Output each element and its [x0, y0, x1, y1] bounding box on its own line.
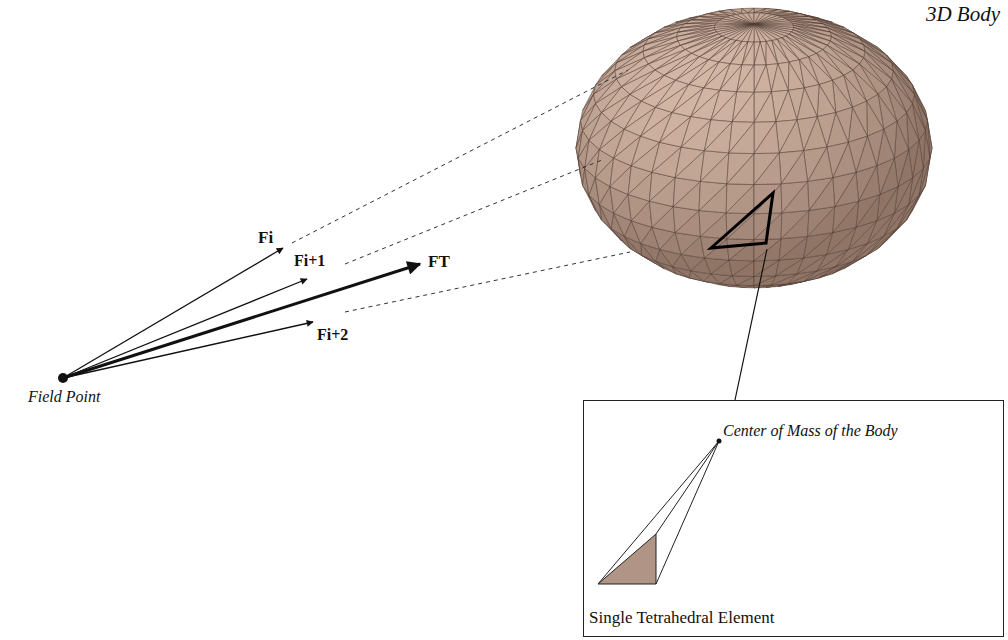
highlighted-element: [711, 193, 773, 248]
mesh-face: [754, 122, 779, 154]
mesh-face: [699, 181, 727, 210]
mesh-face: [729, 122, 754, 153]
mesh-face: [742, 9, 748, 14]
center-of-mass-dot: [717, 439, 722, 444]
vector-label: Fi+1: [294, 252, 325, 270]
mesh-face: [781, 181, 808, 213]
mesh-face: [736, 24, 754, 41]
mesh-face: [776, 120, 797, 153]
mesh-face: [711, 92, 737, 122]
mesh-face: [781, 211, 809, 239]
body-title: 3D Body: [926, 2, 1000, 27]
mesh-face: [776, 90, 797, 121]
mesh-face: [732, 276, 754, 285]
mesh-face: [726, 213, 754, 239]
tetra-edges: [598, 441, 719, 584]
body-mesh: [576, 8, 932, 288]
force-vectors: [63, 248, 420, 378]
inset-caption: Single Tetrahedral Element: [589, 608, 774, 628]
mesh-face: [766, 41, 778, 64]
mesh-face: [692, 19, 723, 21]
mesh-face: [754, 65, 771, 93]
mesh-face: [754, 42, 766, 65]
mesh-face: [727, 154, 754, 185]
mesh-face: [742, 42, 754, 65]
mesh-face: [727, 153, 754, 184]
field-point-dot: [58, 373, 68, 383]
mesh-face: [729, 122, 754, 153]
mesh-face: [797, 88, 817, 120]
vector-label: FT: [428, 252, 450, 272]
mesh-face: [675, 151, 704, 182]
mesh-face: [754, 260, 779, 276]
mesh-face: [808, 178, 833, 211]
mesh-face: [704, 122, 732, 153]
mesh-face: [781, 211, 809, 239]
mesh-face: [727, 214, 754, 240]
mesh-face: [782, 181, 809, 213]
mesh-face: [754, 260, 779, 276]
mesh-face: [754, 24, 760, 42]
mesh-face: [727, 239, 754, 260]
projection-lines: [292, 70, 630, 312]
mesh-face: [771, 64, 788, 92]
mesh-face: [742, 8, 754, 13]
mesh-face: [776, 258, 804, 276]
mesh-face: [610, 166, 631, 195]
mesh-face: [779, 236, 808, 260]
mesh-face: [754, 153, 779, 185]
mesh-face: [737, 65, 754, 92]
mesh-face: [732, 92, 754, 122]
mesh-face: [748, 24, 754, 42]
leader-line: [735, 249, 767, 400]
mesh-face: [779, 151, 804, 184]
mesh-face: [700, 151, 729, 182]
mesh-face: [754, 276, 776, 286]
mesh-face: [799, 60, 819, 88]
mesh-face: [673, 178, 700, 207]
vector-label: Fi+2: [317, 326, 348, 344]
mesh-face: [628, 172, 652, 201]
mesh-face: [808, 207, 835, 237]
tetra-base: [598, 534, 656, 584]
mesh-face: [742, 24, 754, 42]
inset-box: Center of Mass of the BodySingle Tetrahe…: [583, 400, 1004, 637]
point-label: Center of Mass of the Body: [723, 422, 898, 440]
vector-label: Fi: [258, 228, 273, 248]
point-label: Field Point: [28, 388, 100, 406]
mesh-face: [673, 207, 699, 233]
mesh-face: [699, 211, 726, 237]
mesh-face: [788, 62, 804, 90]
mesh-face: [754, 153, 781, 185]
mesh-face: [748, 8, 754, 13]
mesh-face: [726, 184, 754, 213]
mesh-face: [720, 65, 742, 92]
mesh-face: [726, 185, 754, 214]
mesh-face: [754, 24, 772, 41]
mesh-face: [833, 172, 856, 206]
mesh-face: [704, 258, 729, 274]
mesh-face: [699, 17, 726, 19]
mesh-face: [754, 24, 766, 42]
mesh-face: [754, 92, 776, 123]
mesh-face: [808, 207, 835, 237]
mesh-face: [817, 85, 836, 117]
mesh-face: [729, 260, 754, 276]
mesh-face: [779, 236, 808, 260]
mesh-face: [776, 258, 804, 276]
